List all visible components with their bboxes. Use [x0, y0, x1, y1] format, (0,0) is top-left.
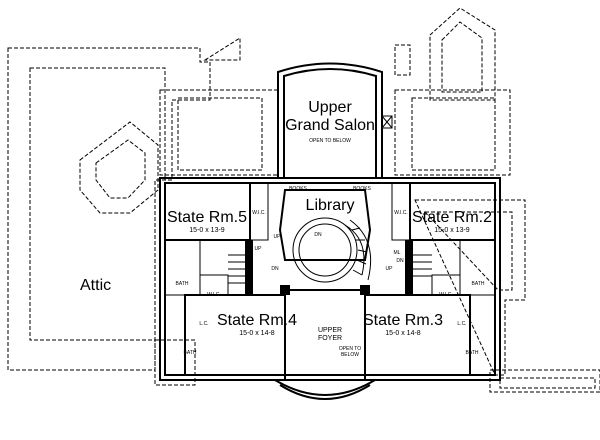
state-rm5-label: State Rm.5 [167, 209, 247, 226]
bay-window [274, 379, 376, 400]
lc-label-left: L.C. [199, 321, 208, 327]
state-rm4-size: 15-0 x 14-8 [239, 330, 275, 337]
dn-label-right: DN [396, 258, 404, 264]
foyer-note-1: OPEN TO [339, 346, 361, 352]
wic-label-5: W.I.C. [252, 210, 266, 216]
ml-label: ML [394, 250, 401, 256]
books-label-left: BOOKS [289, 186, 307, 192]
fireplace-mark [381, 115, 393, 129]
stairs [228, 217, 432, 284]
up-label-mid: UP [274, 234, 282, 240]
hatched-walls [245, 240, 413, 295]
upper-foyer-label-1: UPPER [318, 327, 342, 334]
closets [164, 182, 496, 376]
up-label-right: UP [386, 266, 394, 272]
wic-label-2: W.I.C. [394, 210, 408, 216]
grand-salon-label-2: Grand Salon [285, 117, 375, 134]
upper-foyer-label-2: FOYER [318, 335, 342, 342]
books-label-right: BOOKS [353, 186, 371, 192]
state-rm5-size: 15-0 x 13-9 [189, 227, 225, 234]
state-rm2-size: 15-0 x 13-9 [434, 227, 470, 234]
bath-label-left-2: BATH [184, 350, 197, 356]
grand-salon-label-1: Upper [308, 99, 352, 116]
wic-label-3: W.I.C. [439, 292, 453, 298]
bath-label-right-2: BATH [466, 350, 479, 356]
state-rm3-label: State Rm.3 [363, 312, 443, 329]
bath-label-left-1: BATH [176, 281, 189, 287]
dn-label-mid: DN [314, 232, 322, 238]
lc-label-right: L.C. [457, 321, 466, 327]
library-label: Library [306, 197, 355, 214]
state-rm4-label: State Rm.4 [217, 312, 297, 329]
state-rm2-label: State Rm.2 [412, 209, 492, 226]
state-rm3-size: 15-0 x 14-8 [385, 330, 421, 337]
dn-label-left: DN [271, 266, 279, 272]
foyer-note-2: BELOW [341, 352, 359, 358]
wic-label-4: W.I.C. [207, 292, 221, 298]
attic-label: Attic [80, 277, 111, 294]
roof-outlines [7, 7, 600, 393]
up-label-left: UP [255, 246, 263, 252]
bath-label-right-1: BATH [472, 281, 485, 287]
grand-salon-note: OPEN TO BELOW [309, 138, 351, 144]
